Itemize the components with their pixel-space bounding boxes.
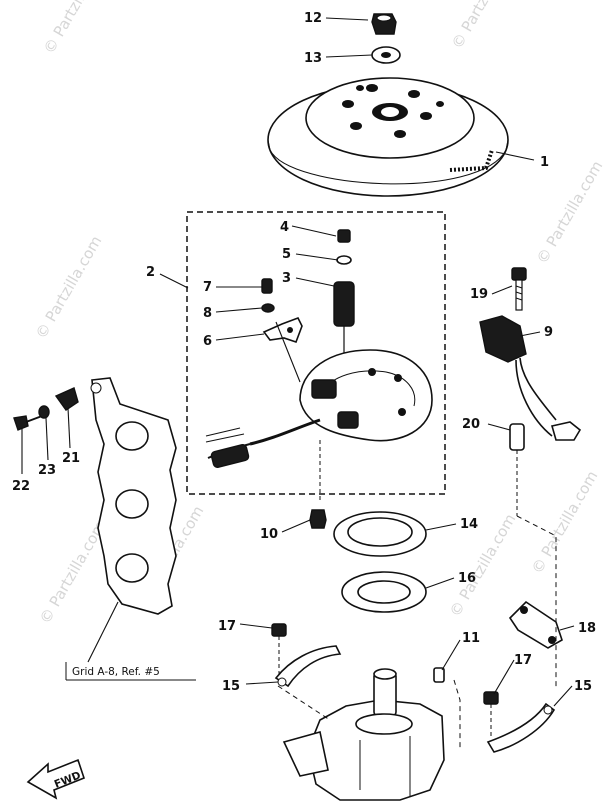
watermark: © Partzilla.com	[533, 158, 604, 267]
callout-15a: 15	[222, 679, 240, 694]
alignment-lines	[277, 515, 557, 750]
callout-2: 2	[146, 265, 155, 280]
part-washer-23	[38, 405, 50, 419]
watermark: © Partzilla.com	[36, 518, 109, 627]
part-bracket-18	[508, 600, 563, 649]
part-washer-8	[261, 303, 275, 313]
part-ring-14	[333, 511, 427, 557]
grid-reference-caption: Grid A-8, Ref. #5	[65, 662, 196, 681]
callout-3: 3	[282, 271, 291, 286]
part-nut	[371, 13, 397, 35]
part-screw-4	[337, 229, 351, 243]
callout-6: 6	[203, 334, 212, 349]
part-screw-17b	[483, 691, 499, 738]
part-bracket-6	[262, 316, 303, 344]
callout-21: 21	[62, 451, 80, 466]
callout-9: 9	[544, 325, 553, 340]
watermark: © Partzilla.com	[446, 511, 519, 620]
callout-13: 13	[304, 51, 322, 66]
callout-15b: 15	[574, 679, 592, 694]
fwd-arrow: FWD	[26, 758, 85, 800]
callout-19: 19	[470, 287, 488, 302]
part-flywheel	[267, 77, 509, 197]
watermark: © Partzilla.com	[40, 0, 113, 57]
watermark: © Partzilla.com	[32, 233, 105, 342]
callout-17a: 17	[218, 619, 236, 634]
callout-12: 12	[304, 11, 322, 26]
callout-5: 5	[282, 247, 291, 262]
part-coil-3	[333, 281, 355, 378]
part-nut-10	[309, 509, 327, 529]
part-washer-5	[336, 255, 352, 265]
callout-labels: 12 13 1 4 5 3 2 7 8 6 19 9 20 22 23 21 1…	[12, 11, 596, 694]
part-stator-base	[205, 349, 433, 502]
part-pin-11	[433, 667, 445, 683]
part-coil-9	[479, 315, 582, 441]
watermark: © Partzilla.com	[448, 0, 521, 52]
watermark: © Partzilla.com	[528, 468, 601, 577]
part-bracket-15a	[274, 645, 342, 688]
part-manifold	[90, 377, 177, 615]
callout-7: 7	[203, 280, 212, 295]
callout-18: 18	[578, 621, 596, 636]
callout-17b: 17	[514, 653, 532, 668]
callout-8: 8	[203, 306, 212, 321]
callout-4: 4	[280, 220, 289, 235]
part-spacer-20	[509, 423, 525, 516]
callout-22: 22	[12, 479, 30, 494]
callout-20: 20	[462, 417, 480, 432]
callout-1: 1	[540, 155, 549, 170]
part-screw-22	[13, 415, 43, 431]
callout-11: 11	[462, 631, 480, 646]
part-bolt-19	[511, 267, 527, 311]
part-screw-7	[261, 278, 273, 294]
part-gasket-16	[341, 571, 427, 613]
leader-lines	[21, 17, 575, 707]
part-screw-17a	[271, 623, 287, 680]
callout-14: 14	[460, 517, 478, 532]
caption-text: Grid A-8, Ref. #5	[72, 666, 160, 678]
part-clip-21	[54, 387, 79, 411]
callout-16: 16	[458, 571, 476, 586]
part-washer	[371, 46, 401, 64]
callout-10: 10	[260, 527, 278, 542]
callout-23: 23	[38, 463, 56, 478]
part-crankcase	[282, 668, 445, 801]
part-bracket-15b	[486, 702, 556, 753]
